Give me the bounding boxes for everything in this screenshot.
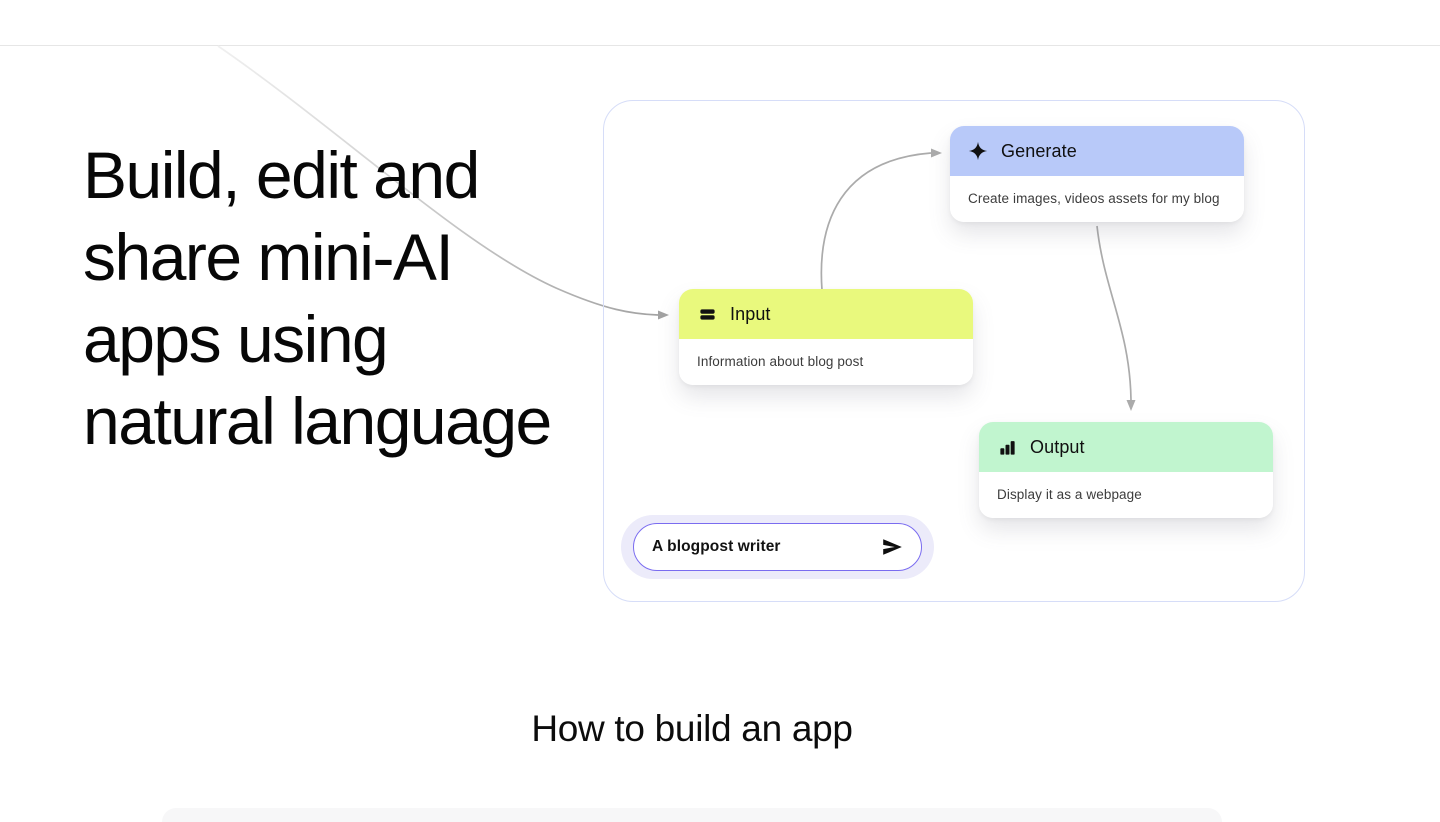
node-card-output[interactable]: Output Display it as a webpage	[979, 422, 1273, 518]
node-description: Display it as a webpage	[979, 472, 1273, 518]
node-header-output: Output	[979, 422, 1273, 472]
send-button[interactable]	[879, 534, 905, 560]
node-title: Output	[1030, 436, 1085, 457]
workflow-panel: Generate Create images, videos assets fo…	[603, 100, 1305, 602]
bottom-card	[162, 808, 1222, 822]
sparkle-icon	[968, 141, 988, 161]
node-header-input: Input	[679, 289, 973, 339]
hero-heading: Build, edit and share mini-AI apps using…	[83, 134, 552, 462]
prompt-bar	[621, 515, 934, 579]
node-title: Generate	[1001, 140, 1077, 161]
node-card-generate[interactable]: Generate Create images, videos assets fo…	[950, 126, 1244, 222]
hero-line: share mini-AI	[83, 220, 454, 294]
node-description: Create images, videos assets for my blog	[950, 176, 1244, 222]
node-description: Information about blog post	[679, 339, 973, 385]
hero-line: apps using	[83, 302, 389, 376]
top-divider	[0, 45, 1440, 46]
prompt-field[interactable]	[633, 523, 922, 571]
hero-line: Build, edit and	[83, 138, 480, 212]
bar-chart-icon	[997, 437, 1017, 457]
node-title: Input	[730, 303, 771, 324]
send-icon	[880, 535, 904, 559]
input-lines-icon	[697, 304, 717, 324]
hero-line: natural language	[83, 384, 552, 458]
prompt-input[interactable]	[650, 537, 871, 557]
node-header-generate: Generate	[950, 126, 1244, 176]
section-heading: How to build an app	[531, 708, 853, 749]
node-card-input[interactable]: Input Information about blog post	[679, 289, 973, 385]
